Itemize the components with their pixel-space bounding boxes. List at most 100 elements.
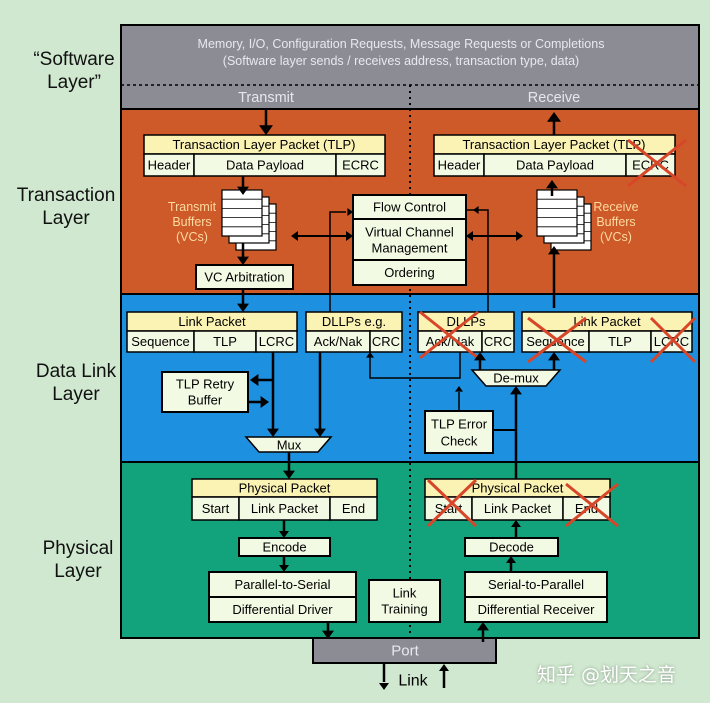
- tx-sequence-text: Sequence: [131, 334, 190, 349]
- port-link-out-arrow: [379, 683, 389, 690]
- rx-crc-text: CRC: [484, 334, 512, 349]
- watermark: 知乎 @划天之音: [537, 664, 677, 686]
- demux-text: De-mux: [493, 371, 539, 386]
- tlp-error-text-line2: Check: [441, 434, 478, 449]
- arbitration-to-link-arrow: [237, 303, 249, 312]
- datalink-layer-label-line2: Layer: [52, 384, 100, 405]
- port-text: Port: [391, 643, 419, 660]
- tx-crc-text: CRC: [372, 334, 400, 349]
- physical-layer-label: Physical Layer: [19, 537, 137, 583]
- rx-link-packet-title: Link Packet: [573, 314, 641, 329]
- physical-layer-label-line1: Physical: [42, 538, 114, 559]
- tx-tlp-payload: Data Payload: [226, 158, 304, 173]
- tlp-error-text-line1: TLP Error: [431, 417, 488, 432]
- tx-physical-packet-title: Physical Packet: [239, 481, 331, 496]
- serial-to-parallel-text: Serial-to-Parallel: [488, 577, 584, 592]
- tx-buffer-vcm-arrow-r: [346, 231, 353, 241]
- rx-physical-packet-title: Physical Packet: [472, 481, 564, 496]
- differential-receiver-text: Differential Receiver: [478, 602, 595, 617]
- software-sends-text: (Software layer sends / receives address…: [223, 54, 579, 68]
- rx-tlp-out-arrow: [547, 112, 561, 122]
- differential-driver-box: [208, 596, 357, 623]
- driver-to-port-arrow: [322, 630, 334, 639]
- mux-text: Mux: [277, 438, 302, 453]
- tx-acknak-text: Ack/Nak: [314, 334, 363, 349]
- rx-link-packet-field-text: Link Packet: [484, 501, 552, 516]
- vcm-text-line1: Virtual Channel: [365, 225, 454, 240]
- vc-arbitration-box: [195, 264, 294, 290]
- parallel-to-serial-text: Parallel-to-Serial: [234, 577, 330, 592]
- retry-to-link-arrow: [260, 396, 269, 408]
- acknak-feedback-line: [369, 352, 461, 379]
- tx-buffer-vcm-arrow-l: [291, 231, 298, 241]
- tx-tlp-ecrc-box: [335, 153, 386, 177]
- software-request-text: Memory, I/O, Configuration Requests, Mes…: [198, 37, 605, 51]
- acknak-feedback-arrow: [366, 352, 374, 358]
- rx-dllp-cross-b: [419, 310, 479, 360]
- vcm-box: [352, 218, 467, 261]
- demux-to-rx-link-arrow: [548, 352, 560, 361]
- rx-tlp-field-text: TLP: [608, 334, 632, 349]
- software-layer-label-line1: “Software: [33, 49, 115, 70]
- software-layer-label-line2: Layer”: [47, 72, 101, 93]
- link-training-text-line2: Training: [381, 602, 427, 617]
- differential-driver-text: Differential Driver: [232, 602, 333, 617]
- rx-crc-box: [481, 330, 515, 353]
- serial-to-parallel-box: [464, 571, 608, 598]
- tx-tlp-field-text: TLP: [213, 334, 237, 349]
- differential-receiver-box: [464, 596, 608, 623]
- buffer-to-arbitration-arrow: [237, 256, 249, 265]
- demux-to-rx-dllp-arrow: [474, 352, 486, 361]
- tx-tlp-to-buffer-arrow: [237, 186, 249, 195]
- transmit-buffers-text-2: (VCs): [176, 230, 208, 244]
- vcm-text-line2: Management: [372, 241, 448, 256]
- receive-buffers-text-2: (VCs): [600, 230, 632, 244]
- rx-buffer-vcm-arrow-l: [466, 231, 473, 241]
- rx-tlp-title: Transaction Layer Packet (TLP): [462, 137, 645, 152]
- port-link-in-arrow: [439, 664, 449, 671]
- decode-to-packet-arrow: [511, 520, 521, 527]
- link-text: Link: [398, 673, 428, 690]
- retry-buffer-box: [161, 371, 249, 413]
- decode-box: [464, 537, 559, 557]
- receive-buffers-text-1: Buffers: [596, 215, 635, 229]
- tx-buffer-stack-sheet-0: [221, 189, 263, 237]
- transaction-layer-label-line2: Layer: [42, 208, 90, 229]
- tx-link-to-retry-arrow: [250, 374, 259, 386]
- demux-shape: [470, 369, 562, 387]
- rx-sequence-cross-b: [527, 316, 587, 364]
- tx-dllp-title: DLLPs e.g.: [322, 314, 386, 329]
- tx-link-packet-title: Link Packet: [178, 314, 246, 329]
- retry-buffer-text-line1: TLP Retry: [176, 377, 235, 392]
- packet-to-encode-arrow: [279, 531, 289, 538]
- vc-arbitration-text: VC Arbitration: [204, 270, 284, 285]
- rx-buffer-to-tlp-arrow: [546, 180, 558, 189]
- decode-text: Decode: [489, 540, 534, 555]
- parallel-to-serial-box: [208, 571, 357, 598]
- encode-to-serial-arrow: [279, 565, 289, 572]
- link-training-text-line1: Link: [393, 586, 417, 601]
- rx-tlp-payload: Data Payload: [516, 158, 594, 173]
- receive-label: Receive: [528, 90, 580, 106]
- transmit-buffers-text-1: Buffers: [172, 215, 211, 229]
- error-check-up-arrow: [455, 386, 463, 392]
- receive-buffers-text-0: Receive: [593, 200, 638, 214]
- rx-buffer-stack-sheet-0: [536, 189, 578, 237]
- tx-link-packet-field-text: Link Packet: [251, 501, 319, 516]
- ordering-text: Ordering: [384, 265, 435, 280]
- tx-tlp-title: Transaction Layer Packet (TLP): [172, 137, 355, 152]
- transmit-buffers-text-0: Transmit: [168, 200, 217, 214]
- tx-start-text: Start: [202, 501, 230, 516]
- mux-to-physical-arrow: [283, 470, 295, 479]
- flow-control-tx-dllp-line: [329, 211, 346, 312]
- tx-tlp-ecrc: ECRC: [342, 158, 379, 173]
- transmit-label: Transmit: [238, 90, 294, 106]
- port-to-receiver-arrow: [477, 622, 489, 631]
- flow-control-tx-dllp-arrow: [347, 208, 353, 216]
- rx-tlp-header: Header: [438, 158, 481, 173]
- tx-link-to-mux-arrow: [267, 428, 279, 437]
- rx-start-cross-b: [426, 478, 478, 528]
- tx-end-text: End: [342, 501, 365, 516]
- rx-end-cross-b: [565, 482, 619, 528]
